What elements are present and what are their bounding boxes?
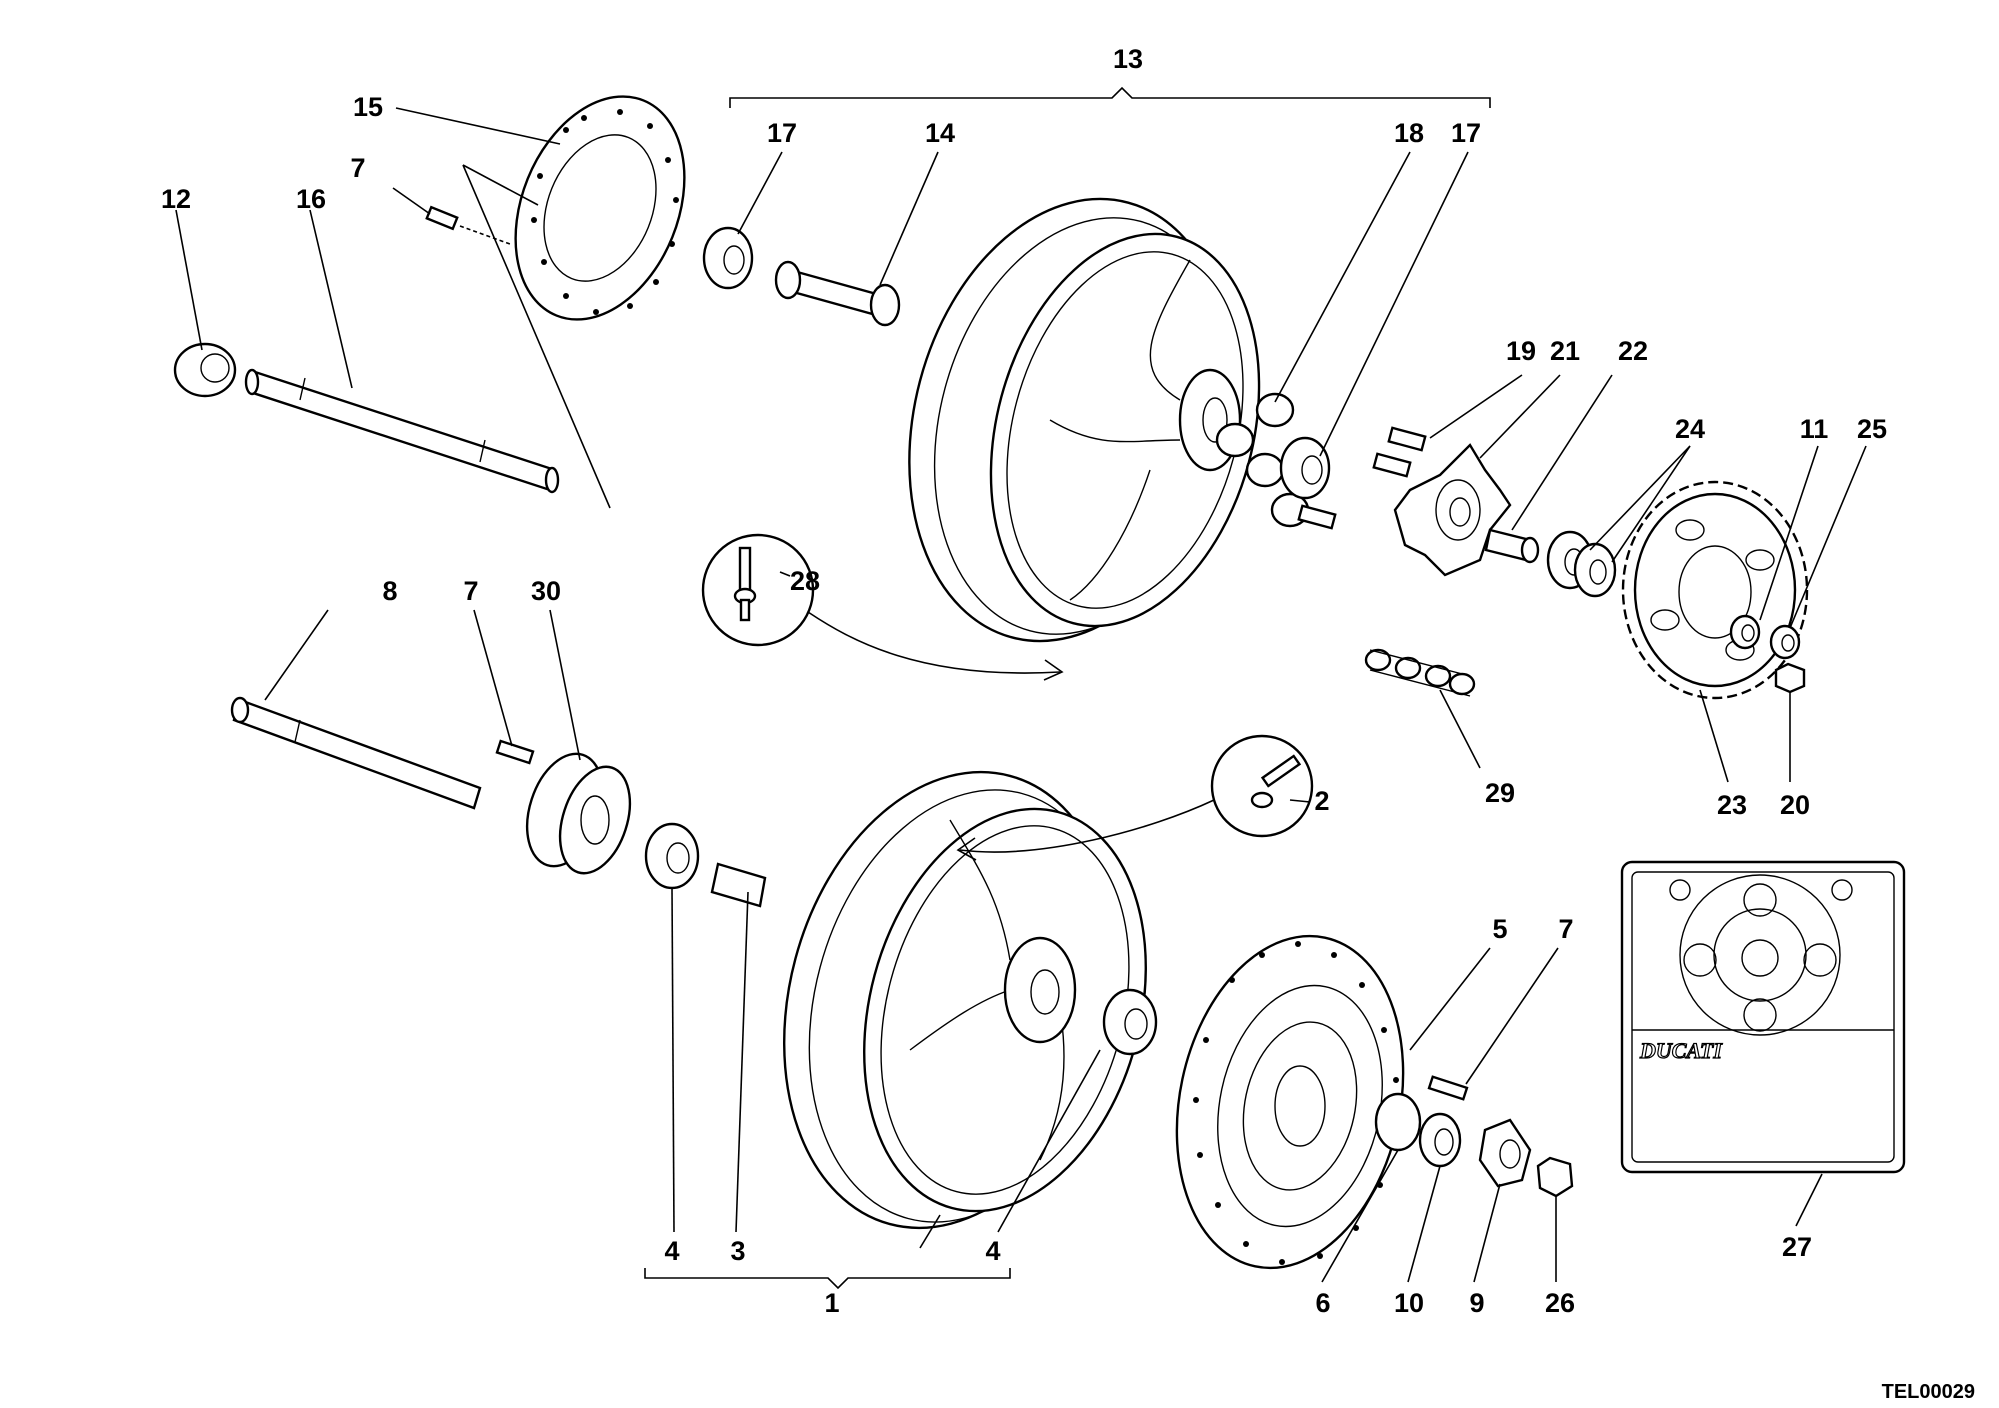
label-30: 30: [531, 576, 561, 606]
sprocket-studs: [1297, 426, 1427, 530]
label-28: 28: [790, 566, 820, 596]
front-bearing-left: [644, 822, 700, 890]
label-17-left: 17: [767, 118, 797, 148]
label-3: 3: [730, 1236, 745, 1266]
label-11: 11: [1800, 414, 1829, 444]
rear-brake-disc: [514, 95, 686, 321]
label-25: 25: [1857, 414, 1887, 444]
front-rim: [782, 770, 1147, 1230]
disc-screw-top: [425, 205, 511, 245]
leader-lines: [175, 107, 1867, 1283]
brace-1: [644, 1268, 1011, 1290]
label-19: 19: [1506, 336, 1536, 366]
brace-13: [729, 86, 1491, 108]
label-24: 24: [1675, 414, 1705, 444]
rear-sprocket: [1621, 480, 1809, 700]
label-18: 18: [1394, 118, 1424, 148]
label-9: 9: [1469, 1288, 1484, 1318]
label-4-right: 4: [985, 1236, 1000, 1266]
front-valve-inset: [956, 734, 1314, 861]
label-23: 23: [1717, 790, 1747, 820]
carrier-spacer: [1484, 528, 1540, 564]
label-16: 16: [296, 184, 326, 214]
label-27: 27: [1782, 1232, 1812, 1262]
speedometer-drive: [1374, 1092, 1574, 1198]
drawing-code: TEL00029: [1882, 1381, 1975, 1403]
carrier-bearings: [1546, 530, 1617, 598]
callout-numbers: 13 15 7 12 16 17 14 18 17 19 21 22 24 11…: [161, 44, 1975, 1403]
label-1: 1: [824, 1288, 839, 1318]
label-14: 14: [925, 118, 955, 148]
sprocket-carrier: [1393, 443, 1512, 577]
rear-valve-inset: [701, 533, 1064, 681]
chain-adjuster-plate: DUCATI: [1620, 860, 1906, 1174]
label-8: 8: [382, 576, 397, 606]
chain-link: [1364, 648, 1476, 697]
rear-rim: [908, 197, 1261, 643]
sprocket-fasteners: [1729, 614, 1806, 694]
plate-brand: DUCATI: [1639, 1038, 1723, 1063]
label-15: 15: [353, 92, 383, 122]
label-2: 2: [1314, 786, 1329, 816]
rear-spacer: [774, 260, 901, 327]
label-13: 13: [1113, 44, 1143, 74]
rear-axle-nut: [173, 342, 237, 398]
front-axle: [230, 696, 482, 810]
rear-bearing-right: [1279, 436, 1331, 500]
label-29: 29: [1485, 778, 1515, 808]
label-10: 10: [1394, 1288, 1424, 1318]
front-bearing-right: [1102, 988, 1158, 1056]
front-spacer: [525, 752, 632, 875]
label-6: 6: [1315, 1288, 1330, 1318]
spacer-screw: [495, 739, 535, 765]
front-disc-screw: [1427, 1075, 1469, 1101]
label-7-disc: 7: [1558, 914, 1573, 944]
label-7-front: 7: [463, 576, 478, 606]
rear-bearing-left: [702, 226, 754, 290]
label-5: 5: [1492, 914, 1507, 944]
label-26: 26: [1545, 1288, 1575, 1318]
label-22: 22: [1618, 336, 1648, 366]
label-17-right: 17: [1451, 118, 1481, 148]
rear-axle: [244, 368, 560, 494]
front-inner-spacer: [710, 862, 767, 908]
label-21: 21: [1550, 336, 1580, 366]
label-4-left: 4: [664, 1236, 679, 1266]
label-12: 12: [161, 184, 191, 214]
label-7-top: 7: [350, 153, 365, 183]
label-20: 20: [1780, 790, 1810, 820]
